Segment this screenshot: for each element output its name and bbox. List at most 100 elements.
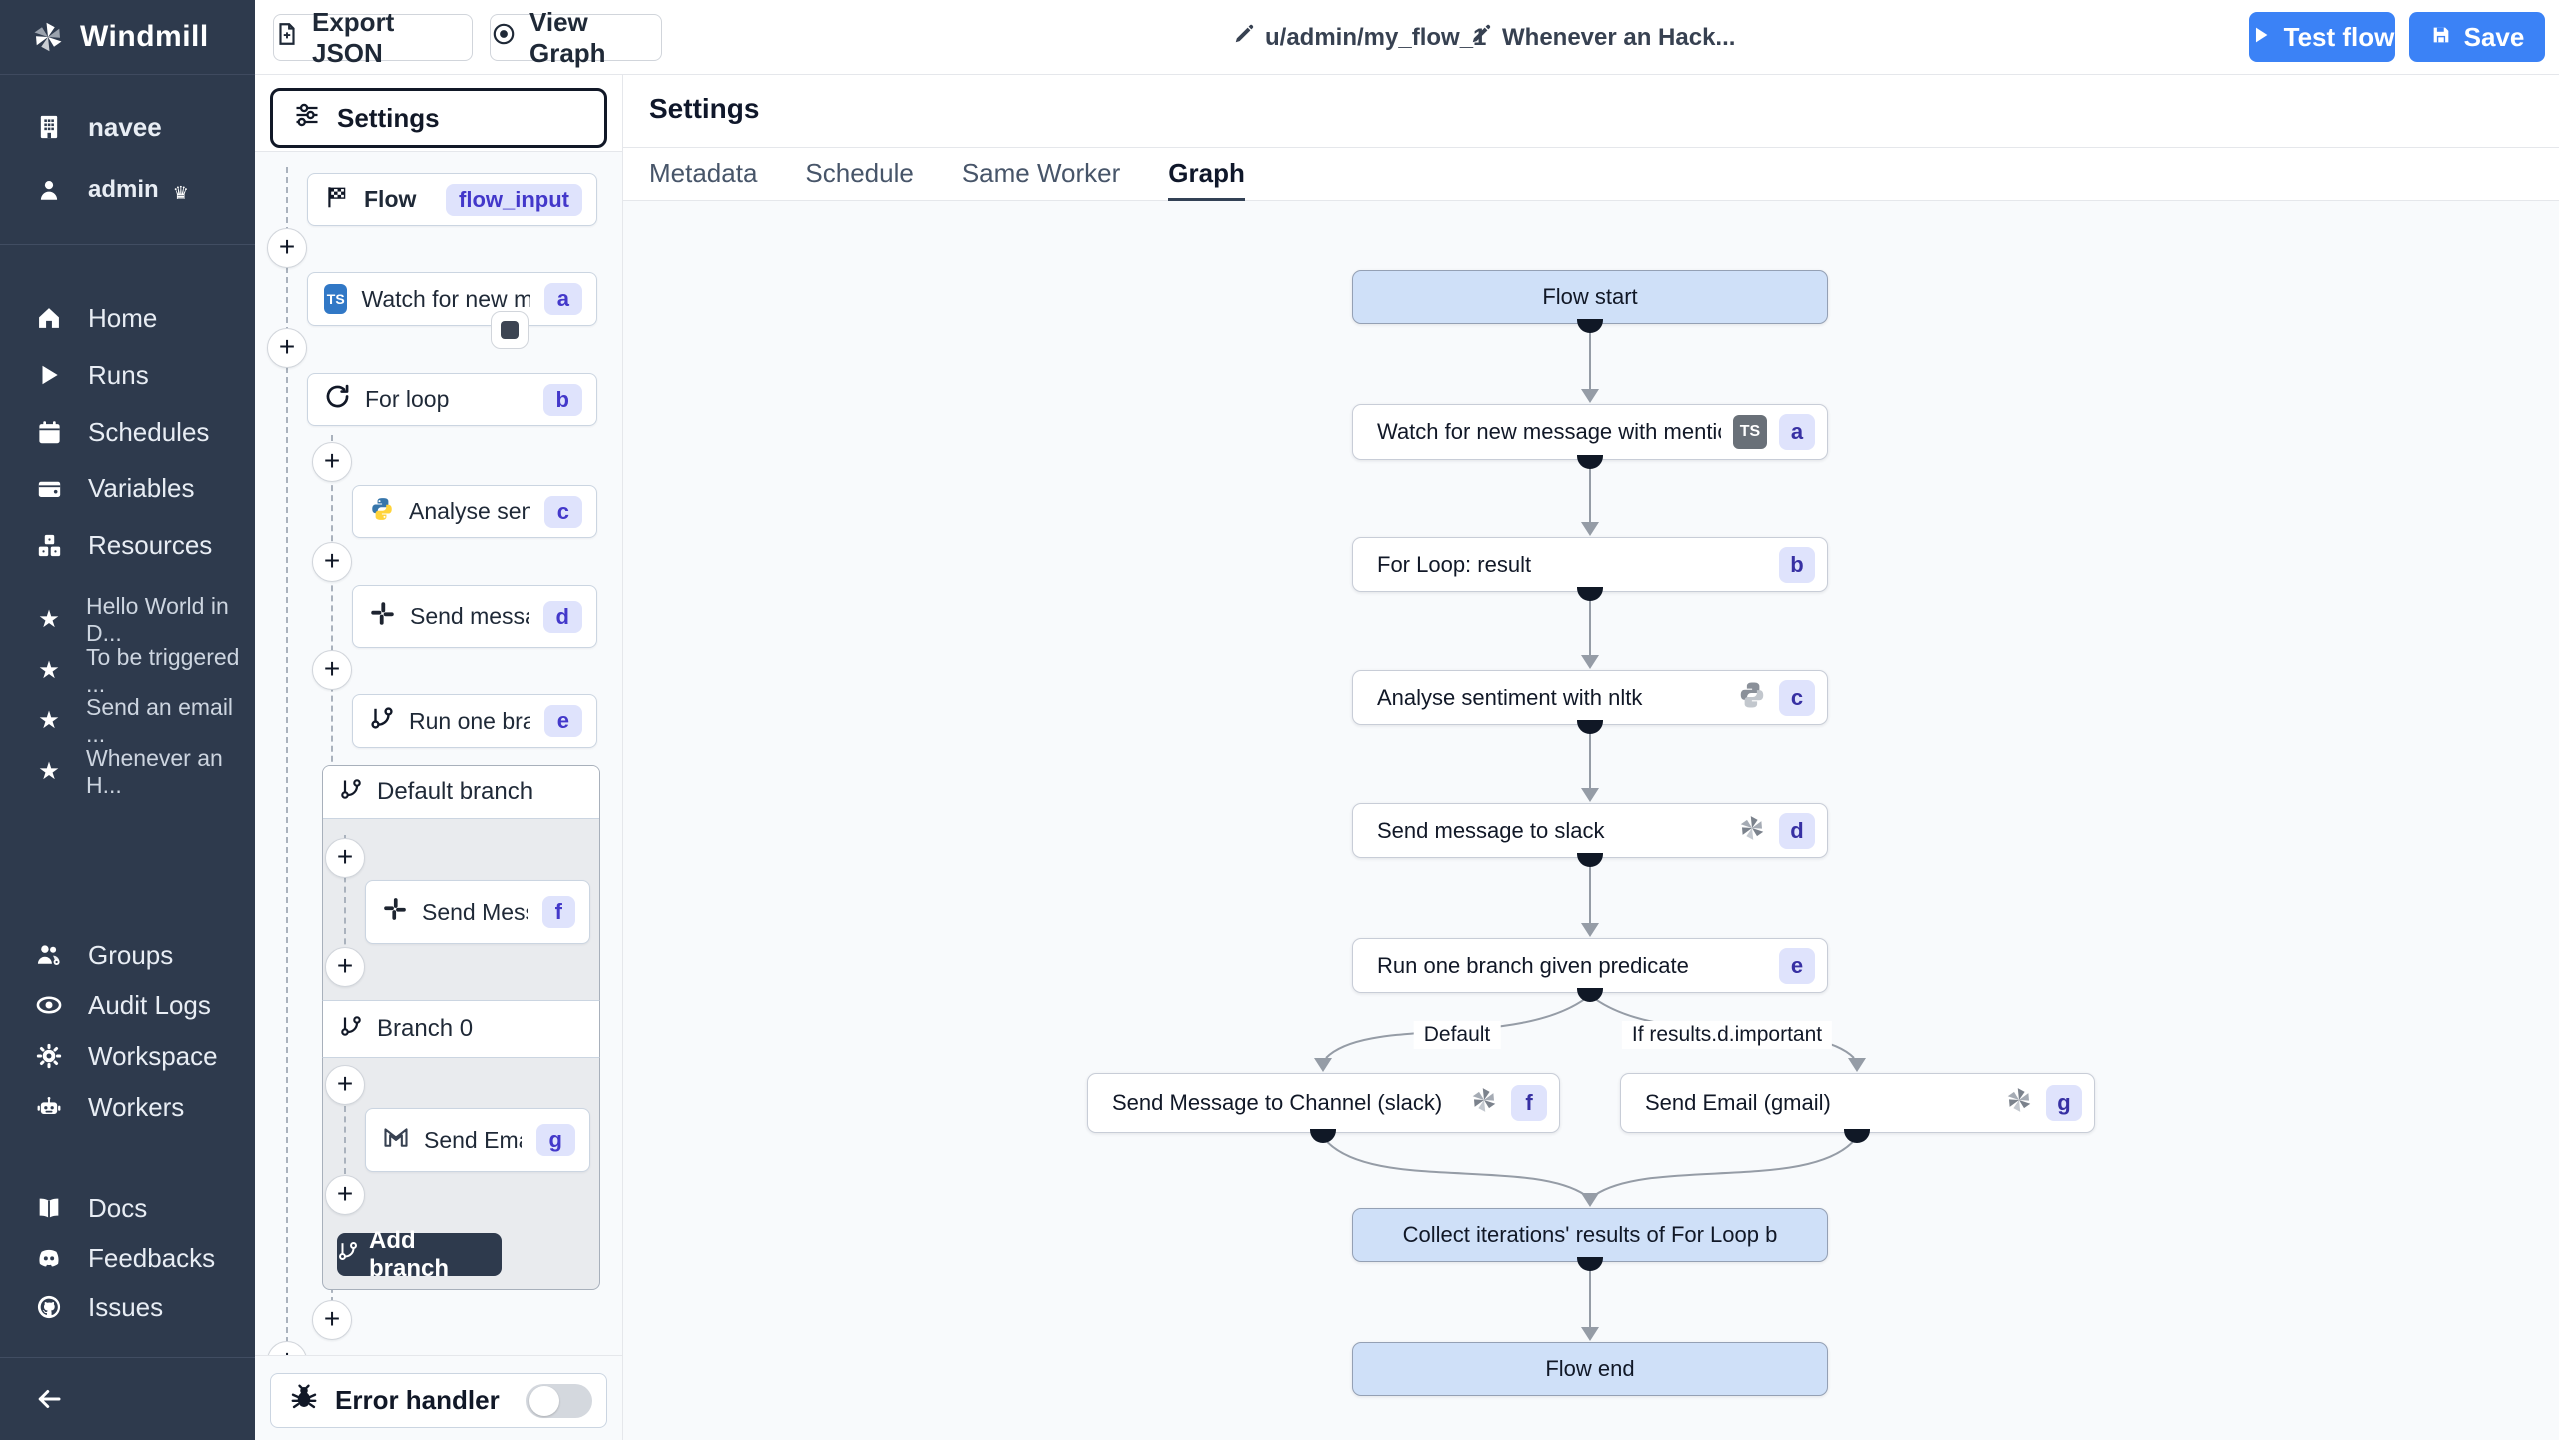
flow-input-badge: flow_input	[446, 183, 582, 216]
workspace-name: navee	[88, 111, 162, 142]
user-menu[interactable]: admin	[0, 170, 255, 210]
add-step-button[interactable]	[312, 1300, 352, 1340]
view-graph-button[interactable]: View Graph	[490, 7, 662, 68]
save-label: Save	[2463, 21, 2525, 52]
error-handler-toggle[interactable]	[526, 1383, 592, 1418]
play-icon	[2250, 22, 2272, 53]
add-step-button[interactable]	[325, 1175, 365, 1215]
graph-node-analyse[interactable]: Analyse sentiment with nltk c	[1352, 670, 1828, 725]
graph-node-for-loop[interactable]: For Loop: result b	[1352, 537, 1828, 592]
step-node-for-loop[interactable]: For loop b	[307, 373, 597, 426]
branch-0-header[interactable]: Branch 0	[322, 1000, 600, 1058]
edge-label-predicate: If results.d.important	[1621, 1021, 1833, 1049]
main-header: Settings Metadata Schedule Same Worker G…	[623, 75, 2559, 201]
add-step-button[interactable]	[312, 650, 352, 690]
sidebar-item-label: Runs	[88, 359, 149, 390]
graph-node-branch-g[interactable]: Send Email (gmail) g	[1620, 1073, 2095, 1133]
windmill-logo[interactable]: Windmill	[0, 0, 255, 75]
sidebar-item-workspace[interactable]: Workspace	[0, 1036, 255, 1076]
flow-settings-label: Settings	[337, 102, 440, 133]
graph-node-flow-start[interactable]: Flow start	[1352, 270, 1828, 324]
sidebar-item-workers[interactable]: Workers	[0, 1087, 255, 1127]
sidebar-item-runs[interactable]: Runs	[0, 355, 255, 395]
step-id-badge: d	[542, 600, 582, 633]
add-step-button[interactable]	[312, 542, 352, 582]
node-connector	[1577, 988, 1603, 1002]
branch-spine-line	[344, 835, 346, 965]
topbar: Export JSON View Graph u/admin/my_flow_1…	[255, 0, 2559, 75]
favorite-item[interactable]: Hello World in D...	[0, 593, 255, 646]
save-button[interactable]: Save	[2409, 12, 2545, 62]
flow-path-breadcrumb[interactable]: u/admin/my_flow_1	[1233, 0, 1486, 75]
add-step-button[interactable]	[312, 442, 352, 482]
branch-spine-line	[344, 1075, 346, 1205]
crown-icon	[173, 175, 189, 206]
sidebar-item-home[interactable]: Home	[0, 298, 255, 338]
settings-tabs: Metadata Schedule Same Worker Graph	[623, 147, 2559, 201]
sidebar-item-resources[interactable]: Resources	[0, 525, 255, 565]
add-step-button[interactable]	[325, 1065, 365, 1105]
star-icon	[34, 757, 64, 787]
flow-settings-button[interactable]: Settings	[270, 88, 607, 148]
sidebar-item-groups[interactable]: Groups	[0, 935, 255, 975]
favorite-item[interactable]: Whenever an H...	[0, 745, 255, 798]
step-id-badge: f	[1511, 1085, 1547, 1121]
main-panel: Default If results.d.important Flow star…	[623, 75, 2559, 1440]
sidebar-item-audit-logs[interactable]: Audit Logs	[0, 985, 255, 1025]
tab-schedule[interactable]: Schedule	[805, 157, 914, 188]
sidebar-item-label: Audit Logs	[88, 989, 211, 1020]
node-connector	[1577, 587, 1603, 601]
add-step-button[interactable]	[325, 838, 365, 878]
step-node-send-mess-f[interactable]: Send Mess... f	[365, 880, 590, 944]
add-step-button[interactable]	[325, 947, 365, 987]
sidebar-item-schedules[interactable]: Schedules	[0, 412, 255, 452]
collapse-sidebar-button[interactable]	[0, 1379, 255, 1419]
flow-spine-line	[286, 167, 288, 1353]
flow-summary-breadcrumb[interactable]: Whenever an Hack...	[1470, 0, 1735, 75]
tab-metadata[interactable]: Metadata	[649, 157, 758, 188]
step-node-run-one-branch[interactable]: Run one branch e	[352, 694, 597, 748]
step-id-badge: c	[1779, 679, 1815, 716]
flow-input-node[interactable]: Flow Input flow_input	[307, 173, 597, 226]
step-node-analyse[interactable]: Analyse senti... c	[352, 485, 597, 538]
step-id-badge: g	[2046, 1085, 2082, 1121]
workspace-switcher[interactable]: navee	[0, 107, 255, 147]
favorite-item[interactable]: To be triggered ...	[0, 644, 255, 697]
graph-node-label: Send Message to Channel (slack)	[1112, 1090, 1443, 1115]
graph-node-flow-end[interactable]: Flow end	[1352, 1342, 1828, 1396]
graph-node-branch-f[interactable]: Send Message to Channel (slack) f	[1087, 1073, 1560, 1133]
step-label: Analyse senti...	[409, 498, 530, 524]
graph-node-collect[interactable]: Collect iterations' results of For Loop …	[1352, 1208, 1828, 1262]
add-step-button[interactable]	[267, 328, 307, 368]
graph-node-send-slack[interactable]: Send message to slack d	[1352, 803, 1828, 858]
node-connector	[1577, 319, 1603, 333]
sidebar-item-feedbacks[interactable]: Feedbacks	[0, 1238, 255, 1278]
pencil-icon	[1470, 23, 1492, 52]
add-step-button[interactable]	[267, 228, 307, 268]
step-node-send-message[interactable]: Send messag... d	[352, 585, 597, 648]
step-id-badge: d	[1779, 812, 1815, 849]
favorite-item[interactable]: Send an email ...	[0, 694, 255, 747]
sidebar-item-docs[interactable]: Docs	[0, 1188, 255, 1228]
graph-node-watch[interactable]: Watch for new message with mentio... a	[1352, 404, 1828, 460]
tab-graph[interactable]: Graph	[1168, 148, 1245, 201]
sidebar-item-label: Groups	[88, 939, 174, 970]
eye-icon	[34, 990, 64, 1020]
add-step-button[interactable]	[267, 1341, 307, 1355]
step-node-watch[interactable]: Watch for new mes... a	[307, 272, 597, 326]
early-stop-pin[interactable]	[491, 311, 529, 349]
sidebar-item-issues[interactable]: Issues	[0, 1287, 255, 1327]
step-id-badge: b	[542, 383, 582, 416]
tab-same-worker[interactable]: Same Worker	[961, 157, 1121, 188]
default-branch-header[interactable]: Default branch	[323, 766, 599, 819]
sidebar-item-variables[interactable]: Variables	[0, 468, 255, 508]
sidebar-item-label: Workspace	[88, 1040, 218, 1071]
sidebar-item-label: Workers	[88, 1091, 185, 1122]
step-label: Watch for new mes...	[361, 285, 530, 312]
step-id-badge: a	[543, 283, 582, 315]
graph-node-run-branch[interactable]: Run one branch given predicate e	[1352, 938, 1828, 993]
export-json-button[interactable]: Export JSON	[273, 7, 473, 68]
add-branch-button[interactable]: Add branch	[337, 1227, 502, 1282]
step-node-send-email-g[interactable]: Send Emai... g	[365, 1108, 590, 1172]
test-flow-button[interactable]: Test flow	[2249, 12, 2395, 62]
